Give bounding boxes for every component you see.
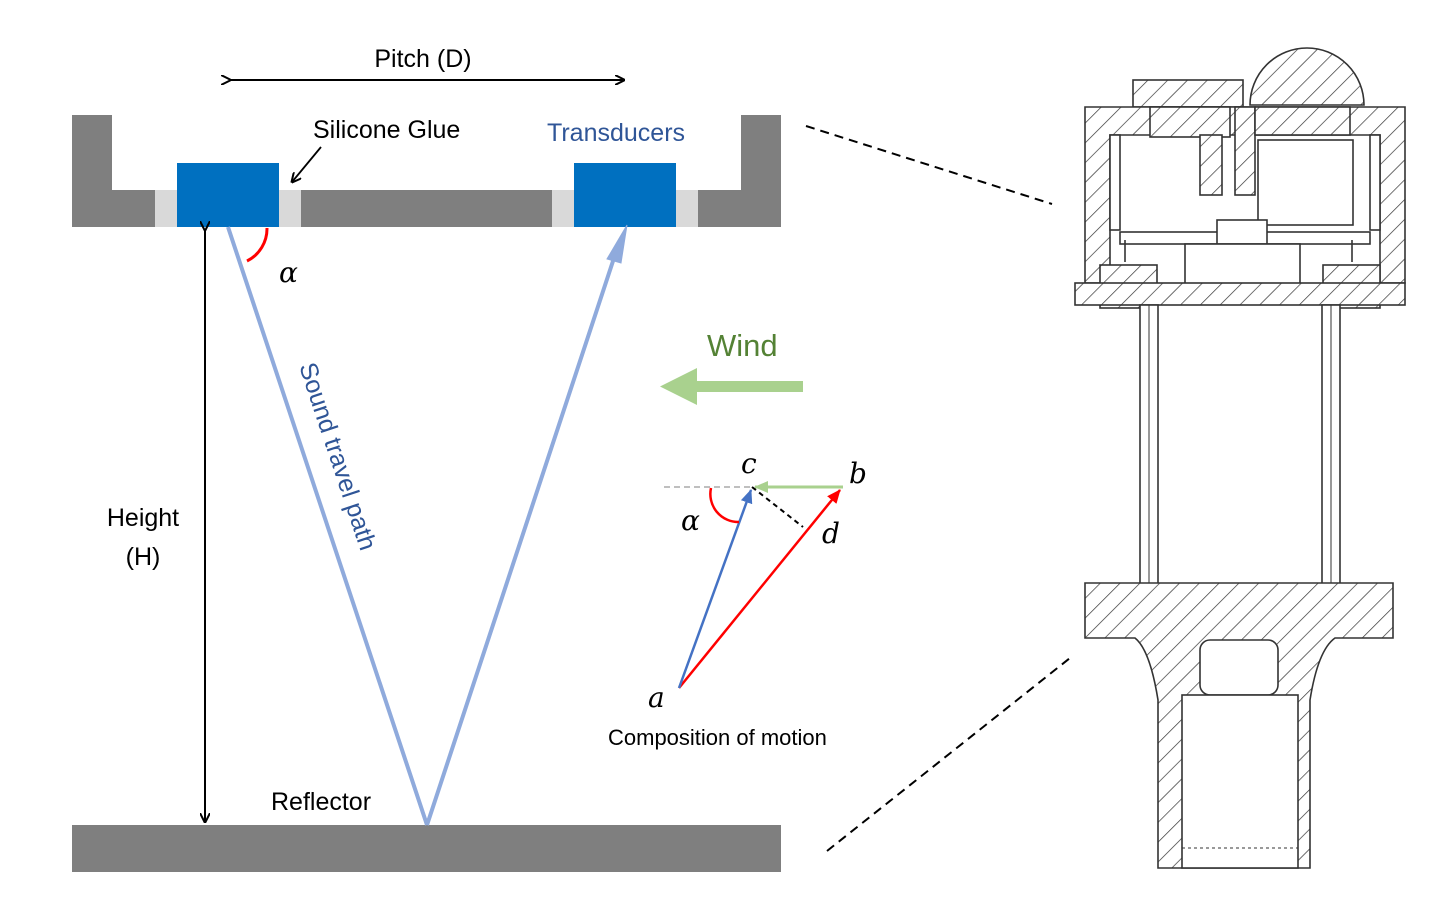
inner-post-right [1234,106,1256,196]
base-flange-top [1074,282,1406,306]
sound-path-label: Sound travel path [293,359,381,554]
silicone-glue-label: Silicone Glue [313,116,460,144]
lower-bore-lower [1181,694,1299,869]
left-transducer [177,163,279,227]
inner-wall-right [1369,134,1381,231]
composition-of-motion [664,481,843,689]
lower-bore-upper [1199,639,1279,696]
point-b-label: b [849,457,867,490]
right-transducer [574,163,676,227]
height-label-line1: Height [107,504,179,532]
wind-label: Wind [707,328,778,363]
alpha-angle-arc-composition [709,487,740,524]
height-label-line2: (H) [126,543,161,571]
inner-wall-left [1109,134,1121,231]
inner-cavity [1257,139,1354,226]
point-a-label: a [648,681,665,714]
top-dome [1249,47,1365,106]
composition-label: Composition of motion [608,725,827,750]
alpha-label-composition: α [681,504,700,537]
reflector-plate [72,825,781,872]
point-c-label: c [741,447,757,480]
sensor-cross-section-drawing [1074,47,1406,869]
top-cap-plate [1132,79,1244,108]
wind-arrow [660,368,803,405]
alpha-label-top: α [279,256,298,289]
point-d-label: d [822,517,840,550]
pitch-label: Pitch (D) [374,45,471,73]
inner-post-left [1199,134,1223,196]
perpendicular-cd [751,486,804,528]
transducers-label: Transducers [547,119,685,147]
alpha-angle-arc-top [246,227,269,263]
vector-ab [678,489,841,689]
chip-top [1216,219,1268,245]
sound-travel-path [226,224,628,826]
silicone-glue-pointer [292,146,322,182]
leader-line-top [805,125,1053,205]
mid-plate [1184,243,1301,287]
inner-block-right [1254,106,1351,136]
silicone-glue-strips [155,190,698,227]
inner-block-left [1149,106,1231,138]
reflector-label: Reflector [271,788,371,816]
leader-line-bottom [826,657,1071,852]
